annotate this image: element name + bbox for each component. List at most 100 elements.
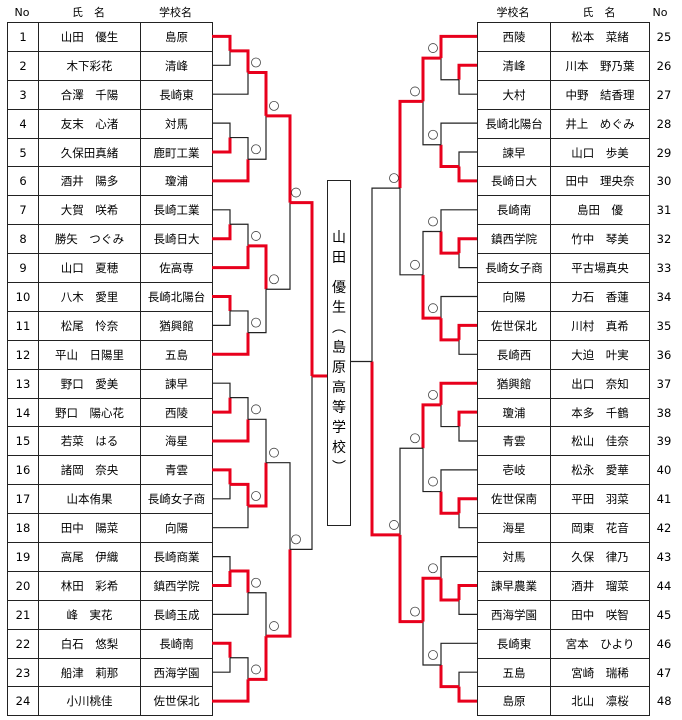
header-no-left: No <box>14 6 30 19</box>
school-name: 佐世保南 <box>477 484 551 515</box>
bracket-line <box>212 555 231 572</box>
player-no: 44 <box>656 578 672 593</box>
bracket-line <box>439 664 459 689</box>
player-name: 北山 凛桜 <box>550 686 650 717</box>
champion-name-char: 山 <box>332 230 346 246</box>
bracket-line <box>212 657 231 673</box>
school-name: 長崎南 <box>140 628 213 659</box>
bracket-line <box>212 382 231 398</box>
bracket-line <box>212 592 249 616</box>
champion-name-char: 田 <box>332 250 346 266</box>
player-no: 28 <box>656 116 672 131</box>
bracket-line <box>230 397 249 420</box>
score-circle <box>389 173 399 184</box>
bracket-line <box>230 49 250 73</box>
school-name: 長崎商業 <box>140 542 213 572</box>
bracket-line <box>440 555 477 579</box>
score-circle <box>251 57 261 68</box>
bracket-line <box>439 578 459 602</box>
bracket-line <box>421 576 441 622</box>
bracket-line <box>457 410 477 427</box>
bracket-line <box>457 497 477 514</box>
bracket-line <box>399 447 423 535</box>
bracket-line <box>248 418 267 463</box>
player-name: 久保田真緒 <box>38 137 141 168</box>
school-name: 諫早 <box>140 368 213 399</box>
bracket-line <box>248 462 268 508</box>
score-circle <box>251 404 261 415</box>
school-name: 向陽 <box>477 282 551 312</box>
player-name: 山口 歩美 <box>550 137 650 168</box>
score-circle <box>251 664 261 675</box>
player-no: 25 <box>656 29 672 44</box>
score-circle <box>428 650 438 660</box>
bracket-line <box>422 448 441 493</box>
champion-school-char: ︶ <box>332 460 346 476</box>
bracket-line <box>398 534 423 624</box>
bracket-line <box>212 419 250 443</box>
bracket-line <box>458 671 477 687</box>
bracket-line <box>212 159 250 183</box>
bracket-line <box>422 101 441 146</box>
player-no: 48 <box>656 694 672 709</box>
bracket-line <box>212 245 250 270</box>
bracket-line <box>248 115 267 160</box>
player-no: 8 <box>7 224 39 255</box>
bracket-line <box>458 426 477 442</box>
champion-school-char: 学 <box>332 420 346 436</box>
bracket-line <box>422 230 441 275</box>
bracket-line <box>439 318 459 342</box>
player-name: 松山 佳奈 <box>550 426 650 457</box>
bracket-line <box>439 381 477 405</box>
score-circle <box>251 491 261 501</box>
school-name: 青雲 <box>477 426 551 457</box>
school-name: 島原 <box>477 686 551 717</box>
score-circle <box>410 259 420 270</box>
player-no: 46 <box>656 636 672 651</box>
player-no: 37 <box>656 376 672 391</box>
player-name: 小川桃佳 <box>38 686 141 717</box>
school-name: 長崎工業 <box>140 195 213 226</box>
bracket-line <box>458 151 477 167</box>
bracket-line <box>370 361 400 537</box>
header-school-left: 学校名 <box>159 6 192 19</box>
bracket-line <box>212 571 232 587</box>
player-name: 酒井 瑠菜 <box>550 570 650 601</box>
bracket-line <box>212 484 231 500</box>
bracket-line <box>440 404 459 428</box>
player-name: 平田 羽菜 <box>550 484 650 515</box>
bracket-line <box>421 403 441 449</box>
bracket-line <box>458 253 477 269</box>
player-no: 31 <box>656 203 672 218</box>
champion-box: 山田優生︵島原高等学校︶ <box>327 180 351 526</box>
bracket-line <box>458 599 477 616</box>
school-name: 瓊浦 <box>477 397 551 428</box>
player-name: 山田 優生 <box>38 22 141 52</box>
player-no: 5 <box>7 137 39 168</box>
player-name: 宮本 ひより <box>550 628 650 659</box>
player-no: 47 <box>656 665 672 680</box>
bracket-line <box>212 679 250 703</box>
score-circle <box>428 303 438 314</box>
bracket-line <box>439 491 459 515</box>
school-name: 鎮西学院 <box>477 224 551 255</box>
player-no: 20 <box>7 570 39 601</box>
player-name: 野口 陽心花 <box>38 397 141 428</box>
champion-name-char: 優 <box>332 280 346 296</box>
school-name: 長崎女子商 <box>140 484 213 515</box>
score-circle <box>428 563 438 574</box>
bracket-line <box>266 114 292 203</box>
player-no: 11 <box>7 310 39 341</box>
player-name: 山本侑果 <box>38 484 141 515</box>
